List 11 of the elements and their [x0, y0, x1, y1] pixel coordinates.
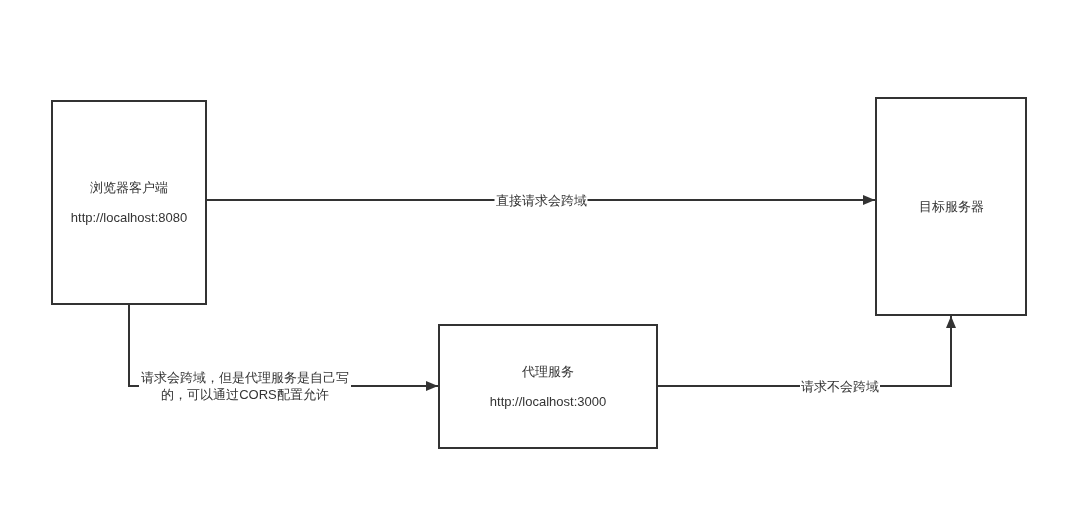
process-box — [875, 97, 1027, 316]
process-box — [51, 100, 207, 305]
edge-label: 请求不会跨域 — [800, 377, 880, 395]
edge-label: 直接请求会跨域 — [494, 191, 588, 209]
node-subtitle: http://localhost:8080 — [70, 208, 188, 227]
edge-label: 请求会跨域，但是代理服务是自己写的，可以通过CORS配置允许 — [139, 369, 351, 403]
node-title: 浏览器客户端 — [90, 178, 168, 197]
node-title: 目标服务器 — [918, 197, 984, 216]
process-box — [438, 324, 658, 449]
node-title: 代理服务 — [522, 362, 574, 381]
node-subtitle: http://localhost:3000 — [489, 392, 607, 411]
